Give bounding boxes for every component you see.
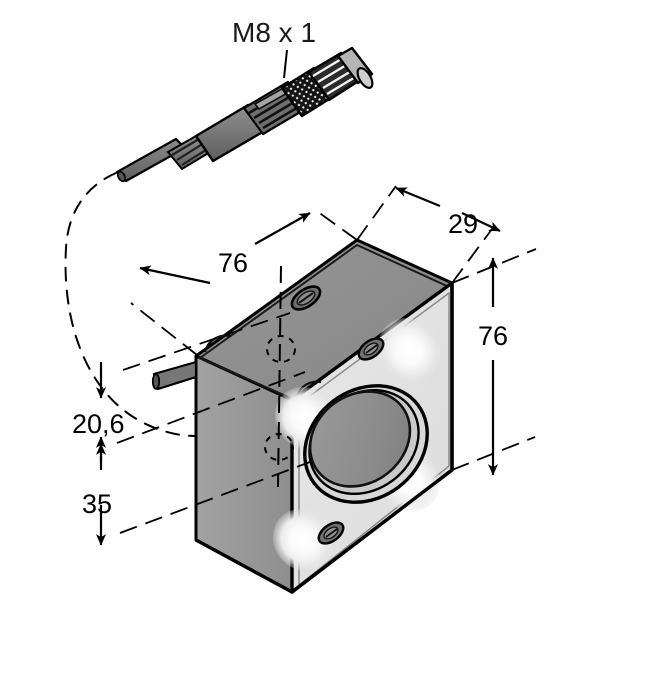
dimension-label-height-right: 76 [478,321,508,351]
lens-assembly [303,384,429,504]
dim-arrow-depth-right [461,212,501,232]
m8-connector-assembly [115,46,374,183]
dimension-arrows [95,186,501,546]
dimension-label-mount-offset: 35 [82,489,112,519]
led-bottom-left [272,509,334,571]
dim-arrow-width-right [254,212,311,245]
dim-arrow-width-left [139,265,211,285]
connector-leader-line [283,49,288,79]
connector-strain-relief [166,134,212,171]
front-screw-top [357,337,385,361]
cable-routing-path [64,172,197,437]
center-marks [264,265,296,488]
dim-arrow-depth-left [395,186,441,208]
dimension-label-width-top: 76 [218,248,248,278]
led-top-right [377,318,441,382]
connector-thread-label: M8 x 1 [232,17,316,48]
sensor-housing [151,238,454,594]
front-screw-bottom [317,521,345,545]
dimension-label-depth: 29 [448,209,478,239]
dimension-label-cable-offset: 20,6 [72,409,125,439]
connector-nose-cap [336,46,374,89]
connector-cable-tail [115,137,187,183]
lens-glass [308,390,412,488]
housing-bottom-edge [195,468,454,594]
top-screw [290,285,322,311]
housing-cable-stub [151,360,198,391]
